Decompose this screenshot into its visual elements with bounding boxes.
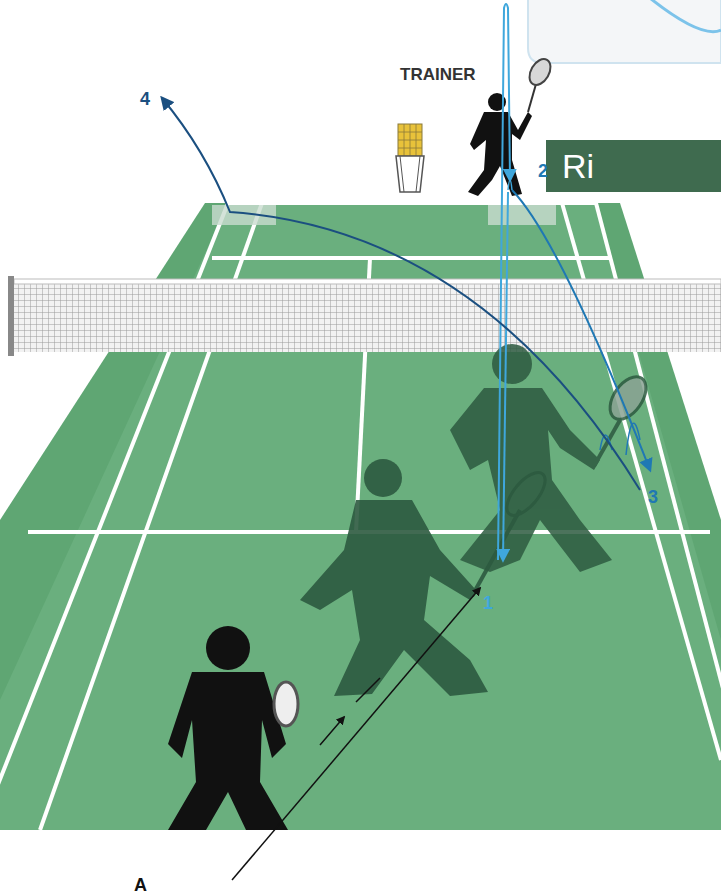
tennis-net-part [14, 279, 721, 284]
ball-trajectories-part [503, 192, 508, 560]
role-label: TRAINER [400, 66, 476, 83]
svg-part-part [212, 256, 612, 260]
callout-number: 1 [483, 594, 493, 612]
ball-basket-part [400, 156, 420, 192]
ball-trajectories-part [508, 180, 512, 190]
ball-trajectories-part [162, 98, 640, 490]
ball-basket-part [398, 124, 422, 156]
ball-basket-part [396, 156, 424, 192]
middle-player-ghost-part [500, 466, 552, 521]
trainer-silhouette-part [525, 55, 555, 88]
tennis-court-part [0, 203, 721, 830]
tennis-court-part [0, 203, 721, 830]
heading-band: Ri [546, 140, 721, 192]
ball-trajectories-part [512, 190, 650, 470]
svg-part [0, 203, 721, 830]
player-label: A [134, 876, 147, 894]
trainer-silhouette [468, 55, 555, 196]
ball-trajectories [162, 4, 650, 880]
front-player-ghost-part [492, 344, 532, 384]
ball-trajectories-part [232, 588, 480, 880]
ball-basket [396, 124, 424, 192]
heading-text: Ri [562, 147, 594, 186]
tennis-court [0, 203, 721, 830]
callout-number: 4 [140, 90, 150, 108]
middle-player-ghost-part [472, 510, 520, 596]
player-a-silhouette-part [274, 682, 298, 726]
ball-trajectories-part [320, 678, 380, 745]
callout-number: 2 [538, 162, 548, 180]
corner-panel-part [528, 0, 721, 63]
middle-player-ghost-part [300, 500, 488, 696]
player-a-silhouette-part [168, 672, 288, 830]
trainer-silhouette-part [528, 84, 536, 112]
tennis-net [8, 276, 721, 356]
middle-player-ghost [300, 459, 552, 696]
tennis-net-part [8, 276, 14, 356]
front-player-ghost [450, 344, 653, 572]
tennis-court-part [488, 205, 556, 225]
callout-number: 3 [648, 488, 658, 506]
tennis-net-part [14, 282, 721, 352]
svg-part-part [228, 201, 596, 205]
middle-player-ghost-part [364, 459, 402, 497]
corner-panel-part [640, 0, 721, 32]
trainer-silhouette-part [468, 112, 532, 196]
player-a-silhouette-part [206, 626, 250, 670]
player-a-silhouette [168, 626, 298, 830]
ball-basket-part [398, 124, 422, 156]
ball-trajectories-part [498, 4, 510, 560]
corner-panel [528, 0, 721, 63]
